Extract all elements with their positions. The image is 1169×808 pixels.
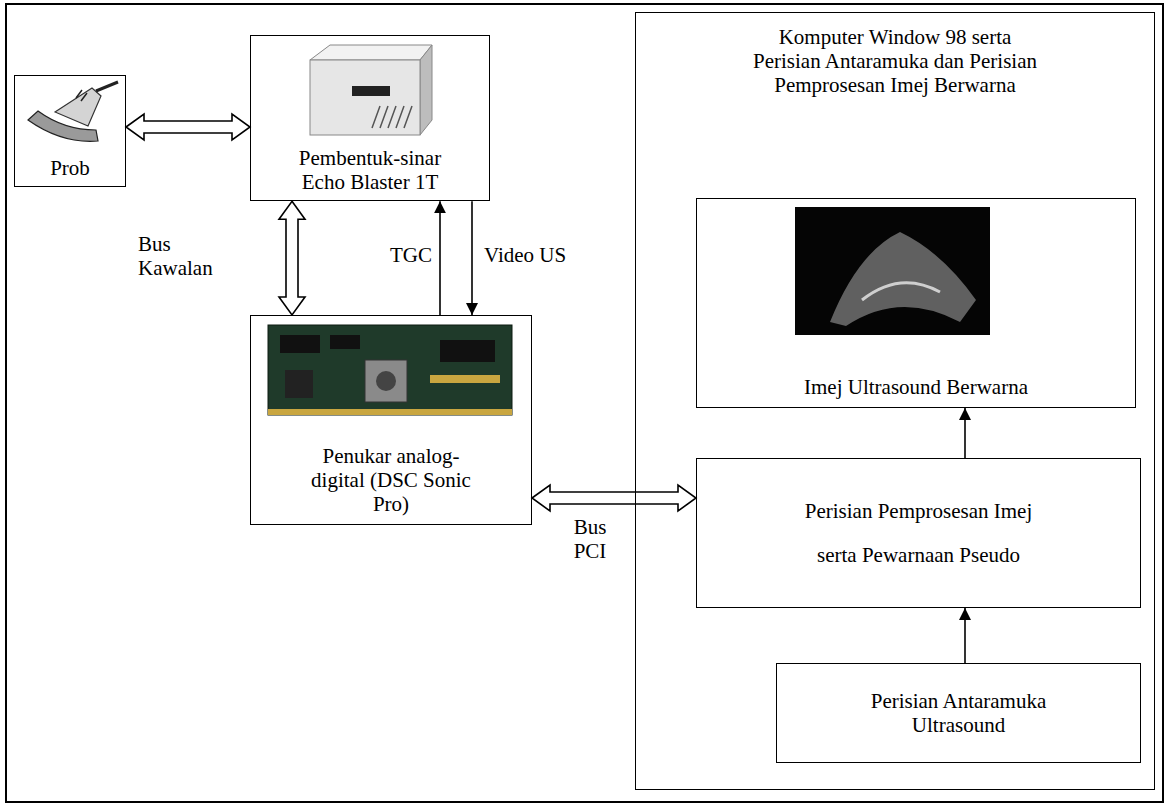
bus-label: Bus PCI <box>565 515 615 563</box>
device-front <box>310 60 420 135</box>
device-slot <box>352 86 390 96</box>
ultrasound-screen <box>795 207 990 335</box>
bus-arrow <box>126 114 250 140</box>
software-box: Perisian Antaramuka Ultrasound <box>776 663 1141 763</box>
signal-label: Video US <box>484 243 594 267</box>
bus-arrow <box>279 201 305 315</box>
signal-arrow <box>964 608 966 663</box>
probe-handle <box>55 88 101 126</box>
edge-connector <box>268 409 512 415</box>
box-label: Perisian Antaramuka Ultrasound <box>854 689 1064 737</box>
main-chip <box>365 360 407 402</box>
image-box: Imej Ultrasound Berwarna <box>696 198 1136 408</box>
converter-box: Penukar analog- digital (DSC Sonic Pro) <box>250 315 532 525</box>
device-top <box>310 45 432 60</box>
ultrasound-echo-line <box>862 283 940 300</box>
signal-arrow <box>964 408 966 458</box>
ultrasound-echo <box>830 232 976 326</box>
computer-box: Imej Ultrasound BerwarnaPerisian Pempros… <box>635 12 1155 790</box>
software-box: Perisian Pemprosesan Imej serta Pewarnaa… <box>696 458 1141 608</box>
probe-illustration <box>28 82 118 141</box>
box-label: Pembentuk-sinar Echo Blaster 1T <box>283 146 458 194</box>
box-heading: Komputer Window 98 serta Perisian Antara… <box>750 25 1040 97</box>
signal-arrow <box>471 201 473 315</box>
probe-marks <box>76 90 87 101</box>
device-vents <box>372 106 412 128</box>
chip-core <box>376 371 396 391</box>
bus-arrow <box>532 485 696 511</box>
beamformer-box: Pembentuk-sinar Echo Blaster 1T <box>250 35 490 201</box>
device-side <box>420 45 432 135</box>
outer-frame <box>6 4 1163 802</box>
box-label: Prob <box>50 156 90 180</box>
box-label: Penukar analog- digital (DSC Sonic Pro) <box>311 444 471 516</box>
chip <box>330 335 360 349</box>
ultrasound-illustration <box>795 207 990 335</box>
box-label: Perisian Pemprosesan Imej serta Pewarnaa… <box>789 489 1049 577</box>
probe-head <box>28 111 98 141</box>
box-label: Imej Ultrasound Berwarna <box>804 375 1028 399</box>
bus-label: Bus Kawalan <box>138 232 238 280</box>
signal-arrow <box>439 201 441 315</box>
probe-box: Prob <box>14 75 126 187</box>
board <box>268 325 512 415</box>
chip <box>280 335 320 353</box>
chip <box>285 370 313 398</box>
signal-label: TGC <box>382 243 432 267</box>
probe-cable <box>96 82 118 91</box>
pins <box>430 375 500 383</box>
board-illustration <box>268 325 512 415</box>
chip <box>440 340 495 362</box>
beamformer-illustration <box>310 45 432 135</box>
